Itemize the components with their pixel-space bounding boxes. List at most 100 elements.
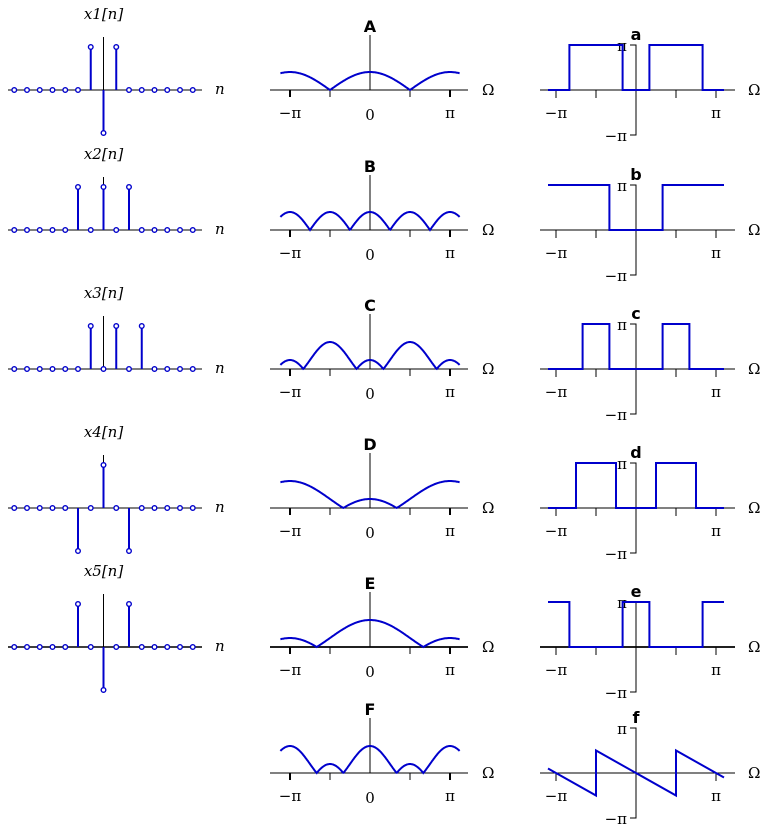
phase-curve: [548, 462, 724, 509]
stem-marker: [125, 548, 132, 555]
tick-label-minus-pi: −π: [279, 383, 302, 401]
tick-label-minus-pi: −π: [279, 244, 302, 262]
tick-label-minus-pi: −π: [545, 661, 568, 679]
stem-marker: [189, 644, 196, 651]
phase-tick-minus-pi: −π: [605, 684, 628, 702]
omega-axis-label: Ω: [482, 221, 494, 239]
stem-marker: [74, 183, 81, 190]
plot-title: c: [631, 304, 640, 323]
tick-label-zero: 0: [365, 106, 375, 124]
stem-marker: [151, 226, 158, 233]
stem-marker: [36, 86, 43, 93]
n-axis-label: n: [215, 637, 225, 655]
tick-label-pi: π: [445, 244, 455, 262]
stem-marker: [100, 462, 107, 469]
signal-title: x4[n]: [84, 423, 124, 441]
stem-marker: [125, 601, 132, 608]
stem-marker: [49, 86, 56, 93]
magnitude-curve: [280, 71, 460, 91]
tick-label-minus-pi: −π: [545, 244, 568, 262]
stem-marker: [49, 505, 56, 512]
tick-label-pi: π: [445, 787, 455, 805]
stem-marker: [24, 226, 31, 233]
tick-label-minus-pi: −π: [545, 104, 568, 122]
signal-title: x5[n]: [84, 562, 124, 580]
stem-marker: [11, 366, 18, 373]
plot-title: D: [363, 435, 376, 454]
stem-marker: [49, 644, 56, 651]
plot-title: E: [365, 574, 376, 593]
stem-marker: [164, 226, 171, 233]
phase-tick-minus-pi: −π: [605, 406, 628, 424]
signal-title: x3[n]: [84, 284, 124, 302]
tick-label-pi: π: [711, 383, 721, 401]
stem-marker: [62, 86, 69, 93]
stem-marker: [87, 644, 94, 651]
plot-title: d: [630, 443, 641, 462]
stem-marker: [138, 86, 145, 93]
stem-marker: [138, 505, 145, 512]
stem-marker: [87, 323, 94, 330]
stem-marker: [36, 644, 43, 651]
stem-marker: [176, 505, 183, 512]
stem-marker: [176, 226, 183, 233]
stem-marker: [125, 86, 132, 93]
stem-marker: [151, 366, 158, 373]
omega-axis-label: Ω: [748, 764, 760, 782]
tick-label-pi: π: [445, 383, 455, 401]
phase-tick-minus-pi: −π: [605, 810, 628, 826]
tick-label-zero: 0: [365, 385, 375, 403]
stem-marker: [125, 366, 132, 373]
phase-curve: [548, 601, 724, 648]
stem-marker: [113, 323, 120, 330]
stem-marker: [138, 644, 145, 651]
magnitude-curve: [280, 619, 460, 649]
stem-marker: [36, 226, 43, 233]
tick-label-minus-pi: −π: [545, 787, 568, 805]
n-axis-label: n: [215, 498, 225, 516]
tick-label-pi: π: [445, 661, 455, 679]
phase-tick-pi: π: [617, 316, 627, 334]
phase-curve: [547, 748, 725, 798]
magnitude-curve: [279, 211, 461, 232]
magnitude-curve: [279, 745, 461, 775]
stem-marker: [49, 226, 56, 233]
stem-marker: [176, 366, 183, 373]
stem-marker: [36, 366, 43, 373]
stem-marker: [74, 601, 81, 608]
plot-title: F: [365, 700, 376, 719]
tick-label-zero: 0: [365, 246, 375, 264]
plot-title: f: [633, 708, 641, 727]
stem-marker: [189, 226, 196, 233]
stem-marker: [138, 323, 145, 330]
stem-marker: [24, 86, 31, 93]
tick-label-minus-pi: −π: [279, 522, 302, 540]
phase-tick-pi: π: [617, 720, 627, 738]
tick-label-minus-pi: −π: [279, 787, 302, 805]
omega-axis-label: Ω: [748, 221, 760, 239]
phase-tick-pi: π: [617, 455, 627, 473]
stem-marker: [113, 44, 120, 51]
plot-title: B: [364, 157, 376, 176]
stem-marker: [113, 226, 120, 233]
stem-marker: [24, 366, 31, 373]
stem-marker: [87, 226, 94, 233]
stem-marker: [151, 644, 158, 651]
stem-marker: [36, 505, 43, 512]
tick-label-pi: π: [445, 104, 455, 122]
plot-title: a: [631, 25, 642, 44]
signal-title: x1[n]: [84, 5, 124, 23]
stem-marker: [11, 644, 18, 651]
signal-plot-3: x3[n]n: [8, 284, 225, 377]
signal-plot-4: x4[n] n: [8, 423, 225, 555]
stem-marker: [24, 644, 31, 651]
plot-title: b: [630, 165, 641, 184]
tick-label-minus-pi: −π: [545, 383, 568, 401]
